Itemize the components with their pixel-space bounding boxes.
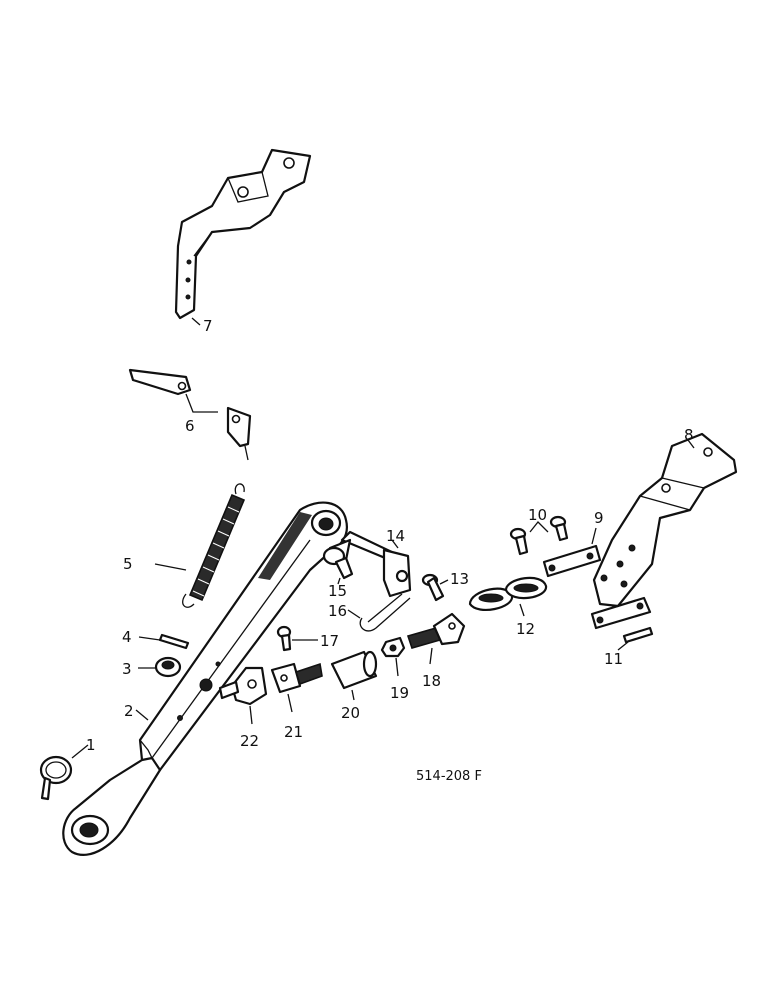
leader-19 [395, 657, 399, 677]
part-22-clevis [218, 666, 268, 706]
callout-2: 2 [124, 702, 134, 720]
part-12-chain [468, 576, 548, 612]
part-13-pin [421, 573, 445, 602]
leader-5 [154, 563, 187, 571]
callout-6: 6 [185, 417, 195, 435]
part-19-nut [380, 636, 406, 658]
leader-7 [191, 317, 201, 326]
leader-15 [337, 577, 341, 585]
part-2-lower-link [62, 501, 348, 856]
drawing-code: 514-208 F [416, 769, 482, 784]
leader-22 [249, 705, 253, 725]
leader-14 [391, 539, 399, 549]
leader-4 [138, 636, 161, 641]
part-14-pin-bracket [328, 530, 412, 598]
leader-10 [529, 521, 549, 533]
part-4-pin [158, 633, 190, 650]
callout-19: 19 [390, 684, 409, 702]
part-1-lynch-pin [39, 755, 73, 801]
leader-11 [617, 641, 629, 651]
callout-18: 18 [422, 672, 441, 690]
leader-8 [687, 439, 695, 449]
callout-7: 7 [203, 317, 213, 335]
callout-14: 14 [386, 527, 405, 545]
callout-5: 5 [123, 555, 133, 573]
leader-1 [71, 744, 89, 759]
leader-20 [351, 689, 355, 701]
part-11-pin [622, 626, 654, 644]
callout-21: 21 [284, 723, 303, 741]
part-3-washer [154, 656, 182, 678]
callout-1: 1 [86, 736, 96, 754]
callout-15: 15 [328, 582, 347, 600]
leader-12 [519, 603, 525, 617]
leader-2 [135, 709, 149, 721]
leader-21 [287, 693, 293, 713]
callout-20: 20 [341, 704, 360, 722]
callout-8: 8 [684, 426, 694, 444]
leader-18 [429, 647, 433, 665]
callout-22: 22 [240, 732, 259, 750]
callout-4: 4 [122, 628, 132, 646]
callout-16: 16 [328, 602, 347, 620]
part-18-clevis [406, 612, 466, 649]
part-20-sleeve [330, 650, 378, 690]
leader-16 [347, 609, 361, 619]
leader-9 [591, 527, 597, 545]
part-10-pins [509, 515, 569, 556]
part-16-clip [359, 593, 411, 632]
part-15-pin [322, 546, 354, 580]
callout-10: 10 [528, 506, 547, 524]
part-17-pin [276, 625, 292, 652]
part-6-bracket-link [128, 368, 252, 461]
part-9-link-plates [542, 544, 652, 630]
callout-labels: 1 2 3 4 5 6 7 8 9 10 11 12 13 14 15 16 1… [86, 317, 694, 754]
callout-13: 13 [450, 570, 469, 588]
leader-6 [185, 393, 218, 413]
callout-9: 9 [594, 509, 604, 527]
part-5-spring [182, 483, 246, 608]
callout-17: 17 [320, 632, 339, 650]
part-8-bracket [592, 432, 738, 608]
part-7-bracket [174, 148, 312, 320]
leader-13 [439, 579, 449, 585]
part-21-yoke [270, 662, 323, 694]
callout-3: 3 [122, 660, 132, 678]
callout-12: 12 [516, 620, 535, 638]
callout-11: 11 [604, 650, 623, 668]
